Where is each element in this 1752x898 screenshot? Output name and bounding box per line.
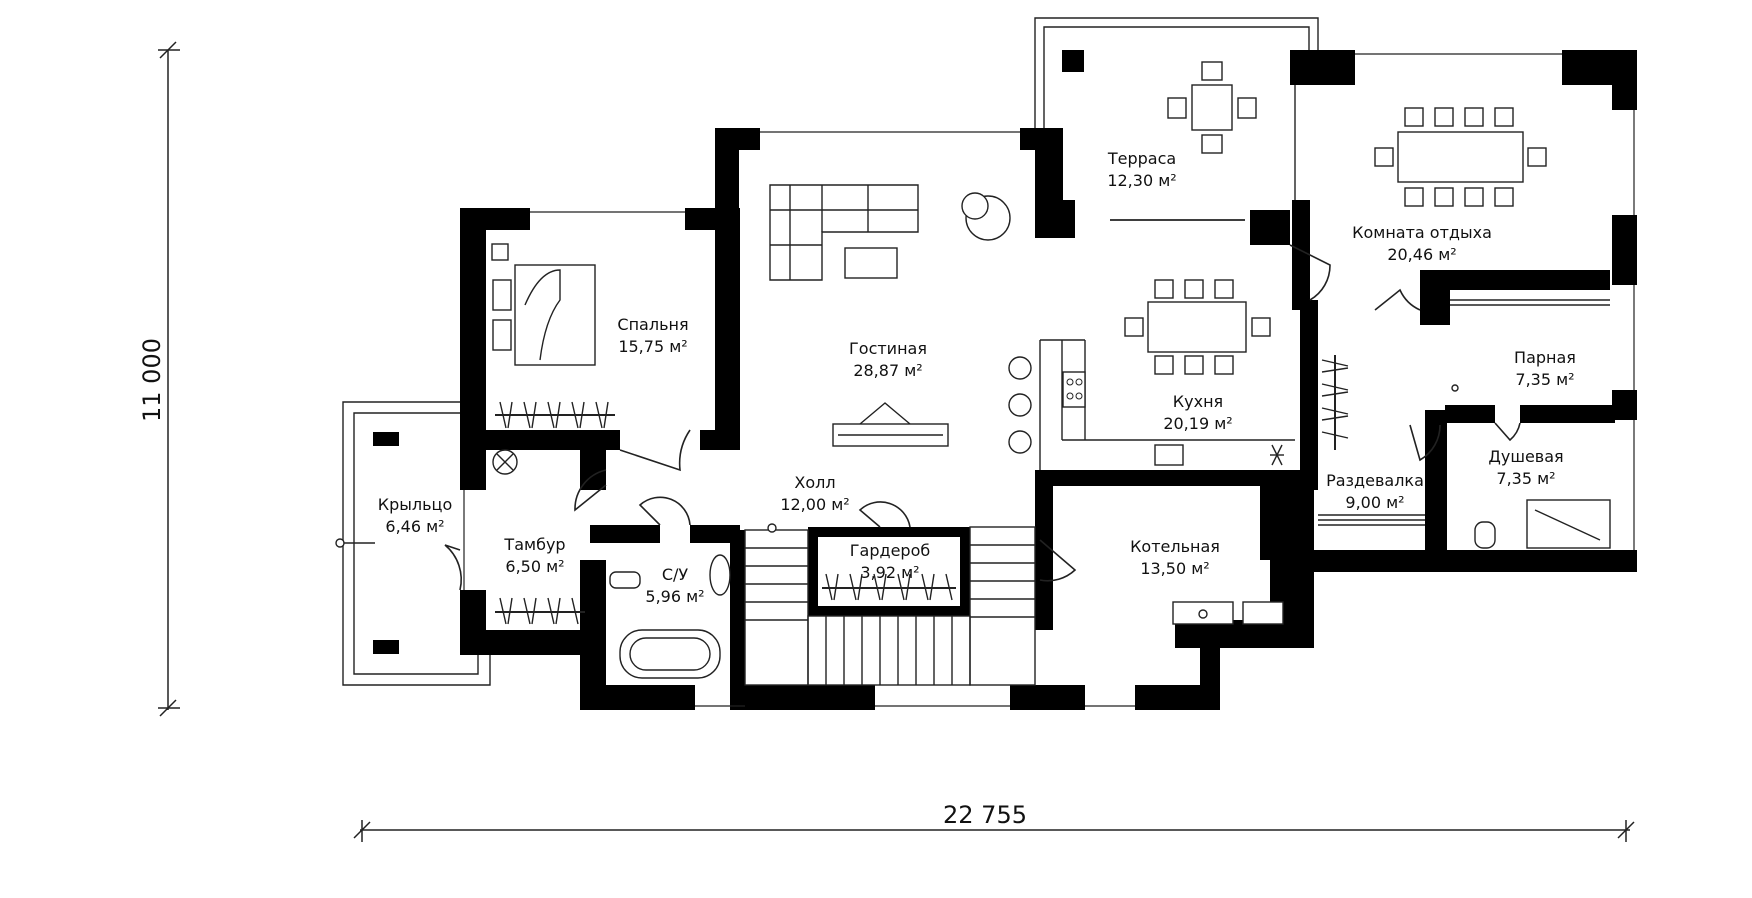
porch-outline (342, 401, 491, 686)
terrace-outline (1034, 17, 1319, 128)
room-label-hall: Холл 12,00 м² (780, 473, 849, 514)
svg-text:Терраса: Терраса (1107, 149, 1176, 168)
armchair (961, 192, 1011, 241)
width-dimension-label: 22 755 (943, 801, 1027, 829)
room-label-shower: Душевая 7,35 м² (1488, 447, 1563, 488)
dimension-horizontal: 22 755 (353, 801, 1635, 842)
room-label-steam-room: Парная 7,35 м² (1514, 348, 1576, 389)
shower-fixtures (1474, 499, 1611, 549)
partitions (1039, 85, 1296, 470)
svg-text:6,46 м²: 6,46 м² (385, 517, 444, 536)
room-label-bedroom: Спальня 15,75 м² (617, 315, 688, 356)
living-room-sofa (769, 184, 919, 281)
bar-stools (1008, 356, 1032, 454)
changing-room-hatches (1321, 355, 1349, 450)
svg-text:13,50 м²: 13,50 м² (1140, 559, 1209, 578)
bedroom-wardrobe (495, 401, 615, 429)
room-label-bathroom: С/У 5,96 м² (645, 565, 704, 606)
boiler-room-equipment (1172, 601, 1284, 625)
svg-text:Крыльцо: Крыльцо (378, 495, 452, 514)
entrance-marker (335, 523, 777, 548)
svg-text:Гардероб: Гардероб (850, 541, 930, 560)
svg-text:6,50 м²: 6,50 м² (505, 557, 564, 576)
svg-text:3,92 м²: 3,92 м² (860, 563, 919, 582)
bathroom-fixtures (609, 554, 731, 679)
svg-text:20,19 м²: 20,19 м² (1163, 414, 1232, 433)
kitchen-appliances (1062, 371, 1284, 466)
svg-text:20,46 м²: 20,46 м² (1387, 245, 1456, 264)
room-label-kitchen: Кухня 20,19 м² (1163, 392, 1232, 433)
doors (444, 219, 1521, 591)
room-label-garderobe: Гардероб 3,92 м² (850, 541, 930, 582)
svg-text:Холл: Холл (794, 473, 835, 492)
garderobe-hatches (822, 573, 956, 601)
svg-text:Парная: Парная (1514, 348, 1576, 367)
svg-text:Спальня: Спальня (617, 315, 688, 334)
svg-text:9,00 м²: 9,00 м² (1345, 493, 1404, 512)
svg-text:Котельная: Котельная (1130, 537, 1220, 556)
svg-text:Гостиная: Гостиная (849, 339, 927, 358)
svg-text:15,75 м²: 15,75 м² (618, 337, 687, 356)
svg-text:7,35 м²: 7,35 м² (1496, 469, 1555, 488)
svg-text:Раздевалка: Раздевалка (1326, 471, 1424, 490)
dimension-vertical: 11 000 (138, 41, 180, 717)
room-label-relax-room: Комната отдыха 20,46 м² (1352, 223, 1492, 264)
svg-text:Кухня: Кухня (1173, 392, 1223, 411)
room-label-changing-room: Раздевалка 9,00 м² (1326, 471, 1424, 512)
fireplace (832, 402, 949, 447)
svg-text:Тамбур: Тамбур (503, 535, 565, 554)
bedroom-bed (491, 243, 596, 366)
room-label-boiler-room: Котельная 13,50 м² (1130, 537, 1220, 578)
svg-text:7,35 м²: 7,35 м² (1515, 370, 1574, 389)
room-label-porch: Крыльцо 6,46 м² (378, 495, 452, 536)
walls (373, 50, 1637, 710)
changing-room-steps (1318, 514, 1425, 526)
svg-text:28,87 м²: 28,87 м² (853, 361, 922, 380)
height-dimension-label: 11 000 (138, 338, 166, 422)
sauna-benches (1450, 299, 1610, 392)
svg-text:Душевая: Душевая (1488, 447, 1563, 466)
svg-text:12,30 м²: 12,30 м² (1107, 171, 1176, 190)
tambour-boiler (492, 449, 518, 475)
kitchen-table (1124, 279, 1271, 375)
windows (463, 53, 1635, 707)
room-label-terrace: Терраса 12,30 м² (1107, 149, 1177, 190)
svg-text:5,96 м²: 5,96 м² (645, 587, 704, 606)
svg-text:12,00 м²: 12,00 м² (780, 495, 849, 514)
terrace-table (1167, 61, 1257, 154)
relax-room-table (1374, 107, 1547, 207)
svg-text:С/У: С/У (662, 565, 689, 584)
tambour-wardrobe (495, 597, 585, 625)
room-label-living-room: Гостиная 28,87 м² (849, 339, 927, 380)
staircase (744, 526, 1036, 686)
room-label-tambour: Тамбур 6,50 м² (503, 535, 565, 576)
svg-text:Комната отдыха: Комната отдыха (1352, 223, 1492, 242)
